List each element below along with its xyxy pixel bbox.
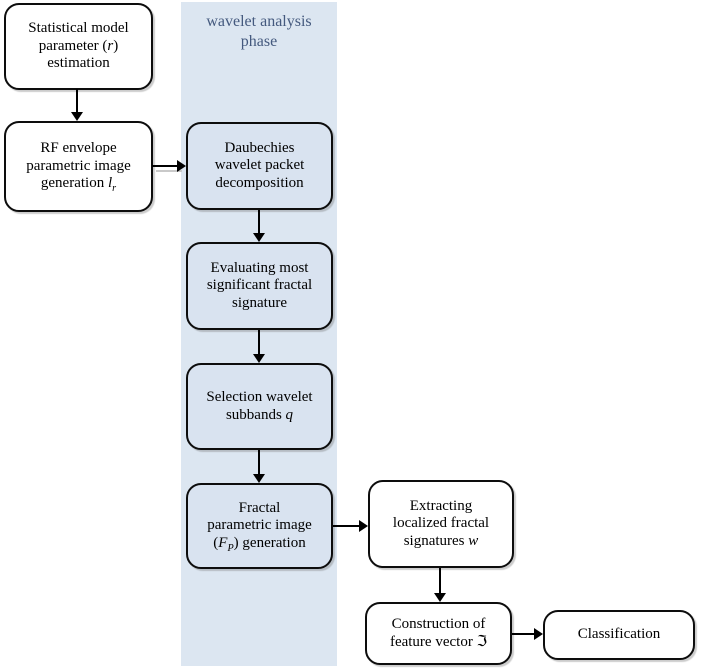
- arrowhead-down-icon: [253, 233, 265, 242]
- arrow-shaft: [333, 525, 360, 527]
- arrow-shaft: [258, 330, 260, 355]
- arrowhead-right-icon: [177, 160, 186, 172]
- arrowhead-down-icon: [253, 474, 265, 483]
- node-label: Classification: [577, 626, 661, 643]
- arrowhead-right-icon: [534, 628, 543, 640]
- arrowhead-down-icon: [434, 593, 446, 602]
- arrow-shaft: [512, 633, 535, 635]
- arrow-shaft: [439, 568, 441, 594]
- flow-node-classification: Classification: [543, 610, 695, 660]
- arrowhead-down-icon: [71, 112, 83, 121]
- arrow-shaft: [258, 450, 260, 475]
- arrowhead-right-icon: [359, 520, 368, 532]
- arrow-shaft: [258, 210, 260, 234]
- arrowhead-down-icon: [253, 354, 265, 363]
- arrow-shaft: [76, 89, 78, 113]
- arrow-shadow: [156, 170, 182, 172]
- arrow-shaft: [152, 165, 178, 167]
